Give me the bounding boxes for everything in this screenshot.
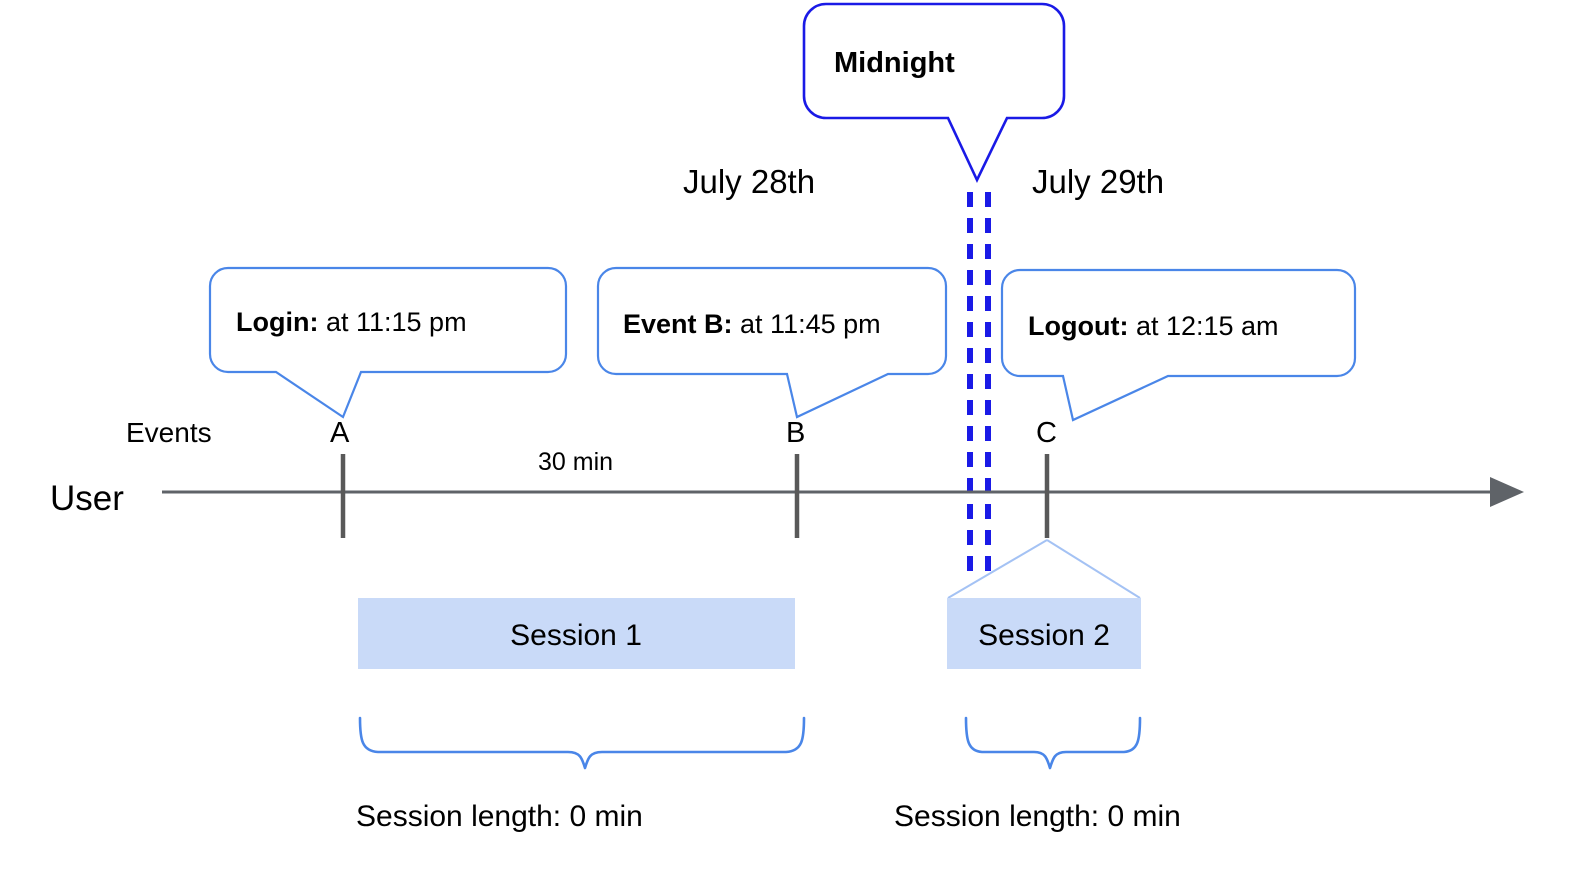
midnight-callout-label: Midnight bbox=[834, 47, 955, 79]
event-marker-label-b: B bbox=[786, 417, 805, 449]
session-1-bar[interactable]: Session 1 bbox=[358, 598, 795, 669]
midnight-callout-outline bbox=[802, 2, 1066, 184]
event-callout-event-b-fill bbox=[598, 268, 946, 417]
row-label-events: Events bbox=[126, 417, 212, 448]
event-callout-event-b[interactable]: Event B: at 11:45 pm bbox=[596, 266, 948, 419]
event-callout-logout[interactable]: Logout: at 12:15 am bbox=[1000, 268, 1357, 422]
midnight-callout-fill bbox=[804, 4, 1064, 180]
event-callout-login-outline bbox=[208, 266, 568, 419]
session-2-leader-lines bbox=[947, 539, 1141, 599]
timeline-axis bbox=[162, 477, 1524, 507]
session-2-brace bbox=[964, 716, 1142, 770]
event-callout-event-b-outline bbox=[596, 266, 948, 419]
session-1-bar-rect bbox=[358, 598, 795, 669]
session-2-bar-rect bbox=[947, 598, 1141, 669]
event-callout-login-fill bbox=[210, 268, 566, 417]
event-callout-login-text: Login: at 11:15 pm bbox=[236, 307, 467, 337]
event-callout-event-b-bold: Event B: bbox=[623, 309, 733, 339]
session-2-length-label: Session length: 0 min bbox=[894, 800, 1181, 833]
session-1-label: Session 1 bbox=[510, 619, 642, 652]
midnight-callout[interactable]: Midnight bbox=[802, 2, 1066, 184]
event-marker-label-a: A bbox=[330, 417, 350, 449]
event-callout-event-b-rest: at 11:45 pm bbox=[733, 309, 881, 339]
event-callout-logout-text: Logout: at 12:15 am bbox=[1028, 311, 1279, 341]
session-2-label: Session 2 bbox=[978, 619, 1110, 652]
row-label-user: User bbox=[50, 479, 124, 518]
session-1-length-label: Session length: 0 min bbox=[356, 800, 643, 833]
day-label-right: July 29th bbox=[1032, 163, 1164, 200]
timeline-arrow-icon bbox=[1490, 477, 1524, 507]
event-callout-login-rest: at 11:15 pm bbox=[318, 307, 466, 337]
day-label-left: July 28th bbox=[683, 163, 815, 200]
event-callout-logout-fill bbox=[1002, 270, 1355, 420]
event-callout-login[interactable]: Login: at 11:15 pm bbox=[208, 266, 568, 419]
event-callout-login-bold: Login: bbox=[236, 307, 318, 337]
session-2-bar[interactable]: Session 2 bbox=[947, 598, 1141, 669]
event-callout-logout-outline bbox=[1000, 268, 1357, 422]
event-marker-label-c: C bbox=[1036, 417, 1057, 449]
midnight-divider bbox=[967, 192, 991, 580]
session-1-brace bbox=[358, 716, 806, 770]
session-2-leader-right bbox=[1046, 539, 1141, 599]
event-callout-logout-bold: Logout: bbox=[1028, 311, 1128, 341]
event-callout-logout-rest: at 12:15 am bbox=[1128, 311, 1278, 341]
session-2-leader-left bbox=[947, 539, 1048, 599]
gap-label-30-min: 30 min bbox=[538, 448, 613, 476]
event-callout-event-b-text: Event B: at 11:45 pm bbox=[623, 309, 881, 339]
